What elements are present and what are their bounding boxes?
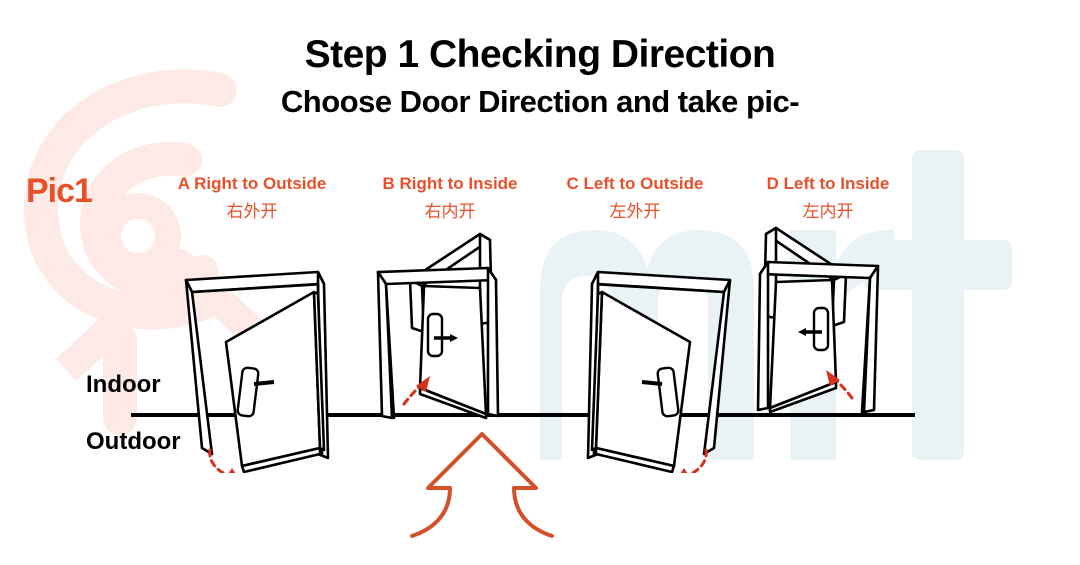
option-caption-b: B Right to Inside 右内开: [340, 174, 560, 222]
label-outdoor: Outdoor: [86, 428, 181, 455]
camera-direction-arrow: [410, 432, 554, 538]
indoor-outdoor-divider-line: [131, 413, 915, 417]
swing-arrow-b: [402, 376, 430, 406]
option-label-cn-a: 右外开: [226, 202, 278, 221]
door-handle-escutcheon-d: [812, 306, 830, 352]
option-label-cn-b: 右内开: [424, 202, 476, 221]
door-illustration-b: [376, 232, 500, 420]
door-handle-escutcheon-b: [426, 312, 444, 358]
label-indoor: Indoor: [86, 371, 161, 398]
option-label-en-c: C Left to Outside: [566, 174, 704, 193]
page-subtitle: Choose Door Direction and take pic-: [280, 84, 800, 119]
door-illustration-d: [756, 226, 880, 414]
door-illustration-a: [184, 270, 330, 473]
option-label-en-b: B Right to Inside: [382, 174, 518, 193]
option-caption-a: A Right to Outside 右外开: [142, 174, 362, 222]
door-handle-lever-a: [253, 380, 275, 386]
pic-badge: Pic1: [26, 172, 93, 210]
option-label-cn-c: 左外开: [609, 202, 661, 221]
door-handle-escutcheon-c: [656, 366, 680, 418]
option-caption-c: C Left to Outside 左外开: [525, 174, 745, 222]
door-handle-lever-c: [641, 380, 663, 386]
door-illustration-c: [586, 270, 732, 473]
option-caption-d: D Left to Inside 左内开: [718, 174, 938, 222]
option-label-cn-d: 左内开: [802, 202, 854, 221]
swing-arrow-c: [680, 448, 708, 473]
page-title: Step 1 Checking Direction: [304, 33, 776, 76]
option-label-en-a: A Right to Outside: [177, 174, 327, 193]
swing-arrow-a: [208, 448, 236, 473]
door-handle-escutcheon-a: [236, 366, 260, 418]
option-label-en-d: D Left to Inside: [766, 174, 890, 193]
swing-arrow-d: [826, 370, 854, 400]
